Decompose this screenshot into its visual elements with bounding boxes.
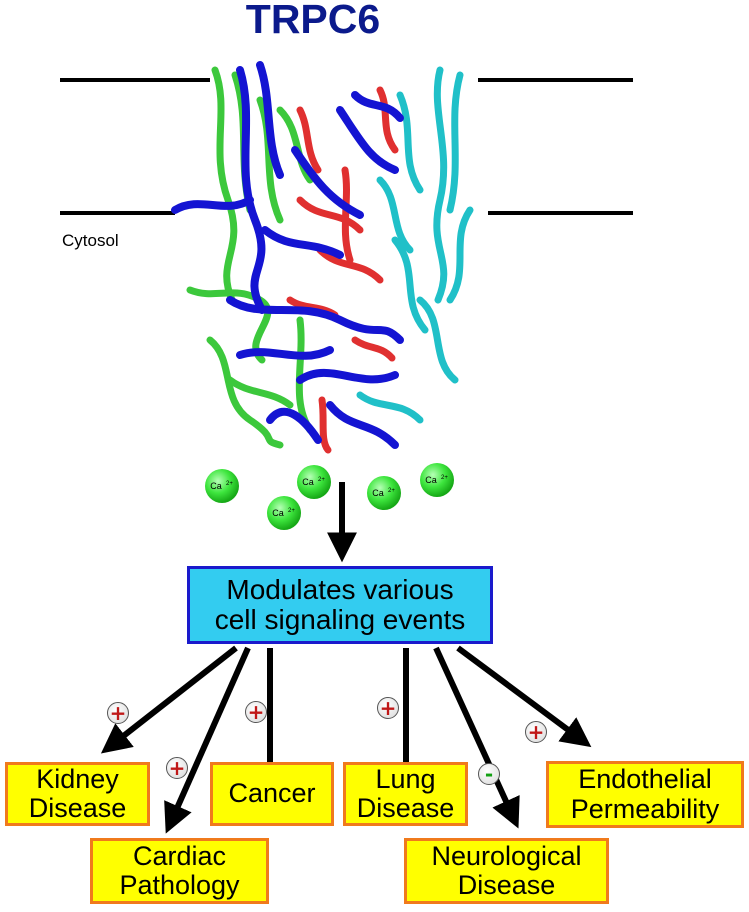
endothelial-permeability-box: Endothelial Permeability <box>546 761 744 828</box>
arrow-to-kidney <box>100 645 238 754</box>
svg-text:2+: 2+ <box>441 475 448 481</box>
cardiac-effect-plus-icon: + <box>166 757 188 779</box>
lung-effect-plus-icon: + <box>377 697 399 719</box>
cardiac-pathology-box: Cardiac Pathology <box>90 838 269 904</box>
neurological-disease-line2: Disease <box>457 870 556 900</box>
svg-text:Ca: Ca <box>425 475 437 485</box>
cancer-effect-plus-icon: + <box>245 701 267 723</box>
calcium-ion: Ca 2+ <box>205 469 239 503</box>
lung-disease-line1: Lung <box>375 763 436 794</box>
kidney-effect-plus-icon: + <box>107 702 129 724</box>
title: TRPC6 <box>246 0 380 42</box>
neuro-effect-minus-icon: - <box>478 763 500 785</box>
svg-text:Ca: Ca <box>272 508 284 518</box>
arrow-to-endothelial <box>456 645 592 748</box>
trpc6-protein-structure <box>171 61 474 454</box>
kidney-disease-line2: Disease <box>28 793 127 823</box>
endothelial-effect-plus-icon: + <box>525 721 547 743</box>
endothelial-permeability-line1: Endothelial <box>578 764 712 795</box>
signaling-events-box: Modulates various cell signaling events <box>187 566 493 644</box>
neurological-disease-box: Neurological Disease <box>404 838 609 904</box>
neurological-disease-line1: Neurological <box>431 840 582 871</box>
svg-text:2+: 2+ <box>288 508 295 514</box>
cancer-label: Cancer <box>228 778 316 809</box>
svg-text:2+: 2+ <box>226 481 233 487</box>
svg-text:2+: 2+ <box>388 488 395 494</box>
svg-text:Ca: Ca <box>210 481 222 491</box>
calcium-ions: Ca 2+ Ca 2+ Ca 2+ Ca 2+ Ca 2+ <box>205 463 454 530</box>
lung-disease-line2: Disease <box>356 793 455 823</box>
cytosol-label: Cytosol <box>62 231 119 250</box>
cancer-box: Cancer <box>210 762 334 826</box>
arrow-to-neuro <box>433 646 520 829</box>
subunit-blue <box>171 61 404 449</box>
arrow-to-cardiac <box>164 646 251 834</box>
lung-disease-box: Lung Disease <box>343 762 468 826</box>
kidney-disease-line1: Kidney <box>36 763 119 794</box>
calcium-ion: Ca 2+ <box>297 465 331 499</box>
cardiac-pathology-line1: Cardiac <box>132 840 227 871</box>
kidney-disease-box: Kidney Disease <box>5 762 150 826</box>
signaling-events-line1: Modulates various <box>226 573 454 605</box>
signaling-events-line2: cell signaling events <box>214 604 466 635</box>
calcium-ion: Ca 2+ <box>420 463 454 497</box>
arrows <box>100 482 592 834</box>
subunit-cyan <box>356 66 474 424</box>
calcium-ion: Ca 2+ <box>367 476 401 510</box>
svg-text:Ca: Ca <box>302 477 314 487</box>
svg-text:Ca: Ca <box>372 488 384 498</box>
svg-text:2+: 2+ <box>318 477 325 483</box>
calcium-ion: Ca 2+ <box>267 496 301 530</box>
subunit-red <box>286 86 399 454</box>
endothelial-permeability-line2: Permeability <box>570 793 720 824</box>
cardiac-pathology-line2: Pathology <box>119 870 240 900</box>
membrane <box>60 78 633 215</box>
